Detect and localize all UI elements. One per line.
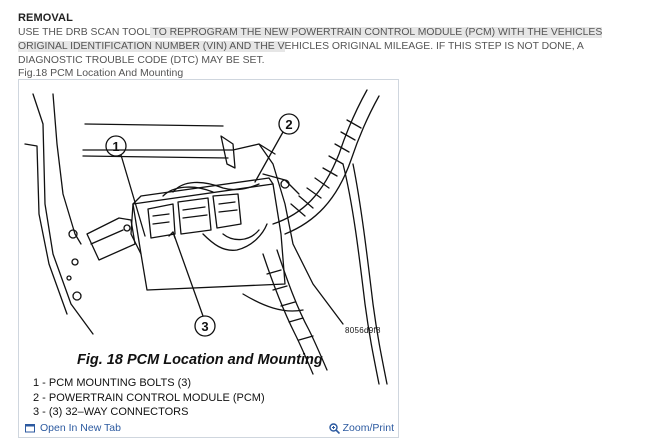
section-heading: REMOVAL — [18, 12, 73, 24]
callout-3: 3 — [201, 319, 208, 334]
figure-title: Fig. 18 PCM Location and Mounting — [77, 352, 323, 368]
figure-legend: 1 - PCM MOUNTING BOLTS (3) 2 - POWERTRAI… — [33, 376, 265, 420]
pcm-diagram: 1 2 3 — [24, 89, 388, 385]
callout-2: 2 — [285, 117, 292, 132]
legend-item: 1 - PCM MOUNTING BOLTS (3) — [33, 377, 192, 389]
legend-item: 3 - (3) 32–WAY CONNECTORS — [33, 406, 189, 418]
instruction-text-part2: EHICLES ORIGINAL MILEAGE. IF THIS STEP I… — [18, 41, 584, 66]
open-new-tab-link[interactable]: Open In New Tab — [25, 422, 121, 434]
open-tab-icon — [25, 424, 35, 433]
open-new-tab-label: Open In New Tab — [40, 422, 121, 434]
figure-code: 8056d9f8 — [345, 326, 381, 335]
figure-action-bar: Open In New Tab Zoom/Print — [19, 417, 398, 437]
instruction-text: USE THE DRB SCAN TOOL TO REPROGRAM THE N… — [18, 26, 643, 68]
zoom-print-link[interactable]: Zoom/Print — [328, 422, 394, 434]
instruction-text-part1: USE THE DRB SCAN TOOL — [18, 27, 150, 38]
figure-box: 1 2 3 8056d9f8 Fig. 18 PCM Location and … — [18, 79, 399, 438]
zoom-print-label: Zoom/Print — [342, 422, 394, 434]
callout-1: 1 — [112, 139, 119, 154]
legend-item: 2 - POWERTRAIN CONTROL MODULE (PCM) — [33, 391, 265, 404]
magnifier-icon — [328, 422, 340, 434]
figure-caption: Fig.18 PCM Location And Mounting — [18, 67, 184, 79]
